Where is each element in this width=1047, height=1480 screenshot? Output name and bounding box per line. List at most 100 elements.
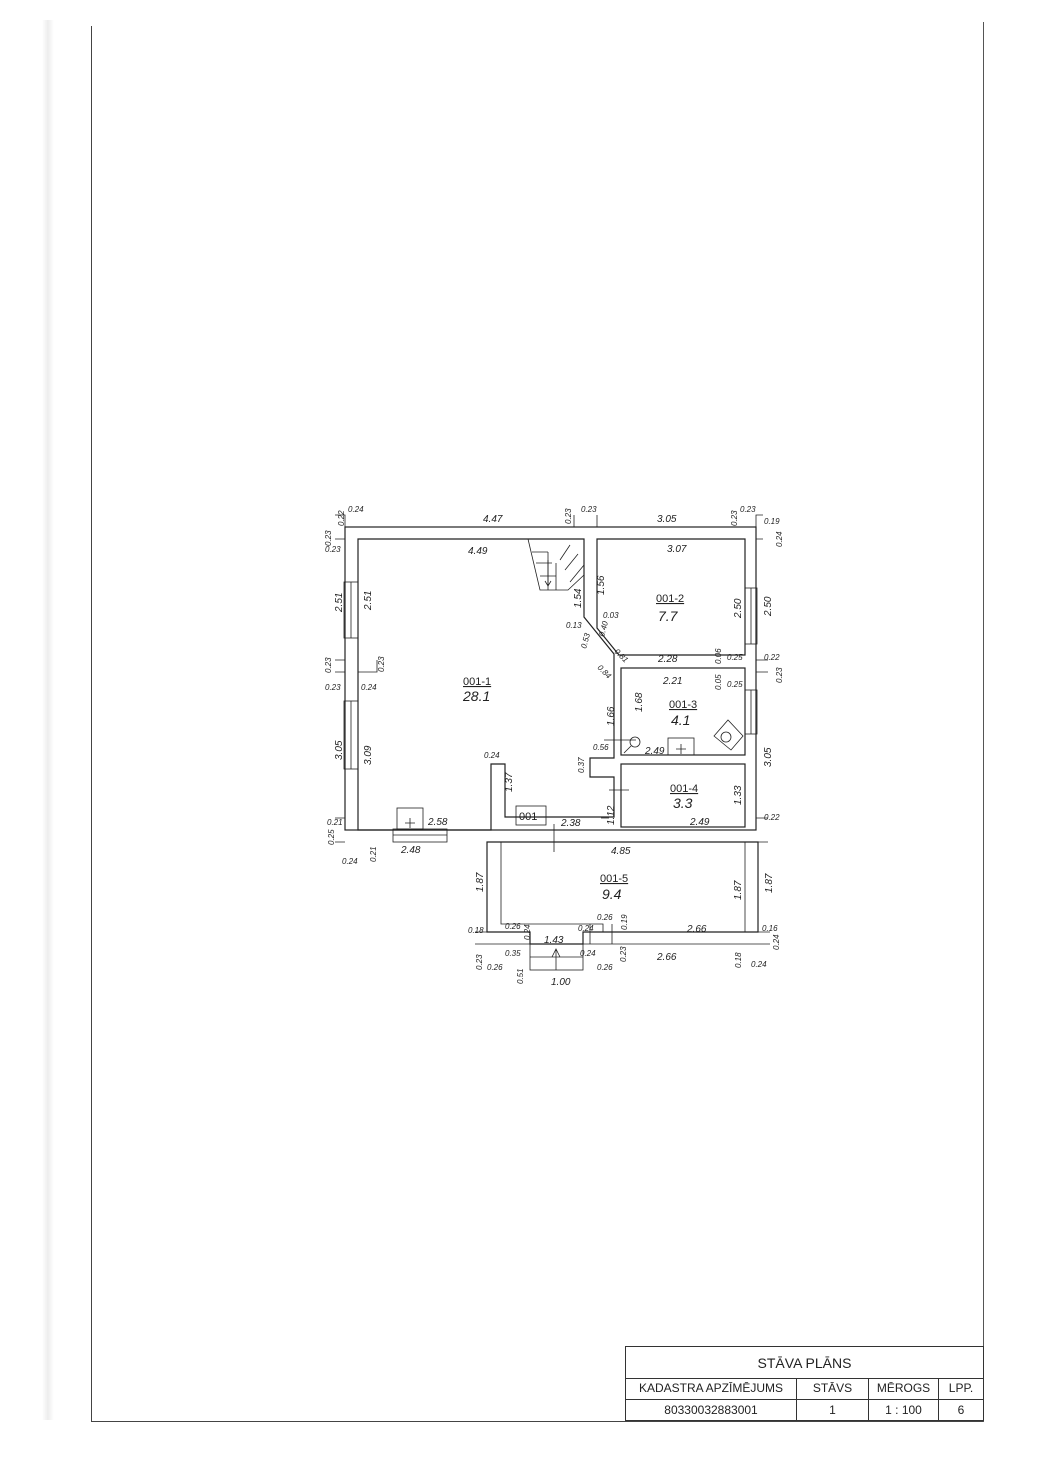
- title-block-header-row: KADASTRA APZĪMĒJUMS STĀVS MĒROGS LPP.: [626, 1378, 983, 1400]
- small-dim: 0.24: [523, 924, 532, 940]
- small-dim: 0.35: [505, 949, 521, 958]
- room-area-001-1: 28.1: [462, 688, 490, 704]
- dim: 4.49: [468, 546, 488, 557]
- fixtures: [396, 719, 744, 971]
- small-dim: 0.23: [324, 530, 333, 546]
- dim: 2.48: [400, 845, 421, 856]
- stove-wc: [667, 737, 695, 756]
- small-dim: 0.23: [475, 954, 484, 970]
- small-dim: 0.05: [714, 674, 723, 690]
- small-dim: 0.24: [772, 934, 781, 950]
- room-id-001-4: 001-4: [670, 783, 698, 795]
- stove-wc-cross: [676, 744, 686, 754]
- small-dim: 0.22: [764, 653, 780, 662]
- small-dim: 0.24: [751, 960, 767, 969]
- value-page: 6: [957, 1403, 965, 1417]
- small-dim: 0.25: [727, 680, 743, 689]
- stove-main-cross: [405, 818, 415, 828]
- header-cadastral: KADASTRA APZĪMĒJUMS: [626, 1378, 797, 1399]
- small-dim: 0.81: [613, 647, 630, 664]
- small-dim: 0.23: [730, 510, 739, 526]
- dim: 3.05: [334, 740, 345, 760]
- stair-arrow: [544, 560, 552, 587]
- dimensions: 4.47 4.49 3.05 3.07 2.51 2.51 3.05 3.09 …: [334, 514, 775, 988]
- small-dim: 0.06: [714, 648, 723, 664]
- room-id-001-1: 001-1: [463, 676, 491, 688]
- small-dim: 0.21: [369, 846, 378, 862]
- walls: [335, 514, 770, 945]
- small-dim: 0.13: [566, 621, 582, 630]
- staircase: [527, 538, 585, 591]
- room-001-2-outline: [596, 538, 746, 656]
- dim: 4.85: [611, 846, 631, 857]
- dim: 2.21: [662, 676, 682, 687]
- small-dim: 0.26: [505, 922, 521, 931]
- small-dim: 0.18: [468, 926, 484, 935]
- small-dim: 0.24: [361, 683, 377, 692]
- small-dim: 0.24: [342, 857, 358, 866]
- dim: 2.49: [644, 746, 665, 757]
- small-dim: 0.23: [325, 683, 341, 692]
- stair-treads: [532, 544, 585, 590]
- room-id-001-5: 001-5: [600, 873, 628, 885]
- frame-right-line: [983, 22, 984, 1422]
- title-block: STĀVA PLĀNS KADASTRA APZĪMĒJUMS STĀVS MĒ…: [625, 1346, 984, 1421]
- room-area-001-5: 9.4: [602, 886, 622, 902]
- room-labels: 001-1 28.1 001-2 7.7 001-3 4.1 001-4 3.3…: [462, 593, 698, 902]
- small-dim: 0.21: [327, 818, 343, 827]
- small-dim: 0.26: [597, 913, 613, 922]
- dim: 1.87: [733, 880, 744, 900]
- outer-wall: [344, 526, 757, 831]
- toilet-icon: [713, 719, 744, 751]
- small-dim: 0.24: [578, 924, 594, 933]
- room-001-4-outline: [620, 763, 746, 828]
- stair-outline: [527, 538, 585, 591]
- dim: 3.05: [763, 747, 774, 767]
- small-dim: 0.56: [593, 743, 609, 752]
- small-dim: 0.24: [348, 505, 364, 514]
- building-id-box: [515, 805, 547, 826]
- small-dim: 0.25: [327, 829, 336, 845]
- small-dim: 0.23: [740, 505, 756, 514]
- small-dim: 0.16: [762, 924, 778, 933]
- small-dim: 0.51: [516, 968, 525, 984]
- value-cadastral: 80330032883001: [626, 1400, 797, 1421]
- small-dim: 0.18: [734, 952, 743, 968]
- room-id-001-3: 001-3: [669, 699, 697, 711]
- small-dim: 0.37: [577, 757, 586, 773]
- dim: 3.05: [657, 514, 677, 525]
- small-dim: 0.24: [580, 949, 596, 958]
- dim: 2.66: [686, 924, 707, 935]
- small-dim: 0.26: [597, 963, 613, 972]
- small-dim: 0.23: [775, 667, 784, 683]
- room-001-1-outline: [357, 538, 615, 831]
- dim: 1.56: [596, 575, 607, 595]
- corner-posts: [335, 514, 770, 945]
- small-dim: 0.23: [325, 545, 341, 554]
- dim: 2.50: [733, 598, 744, 619]
- value-scale: 1 : 100: [869, 1400, 939, 1421]
- small-dim: 0.84: [596, 663, 614, 681]
- small-dim: 0.19: [764, 517, 780, 526]
- dim: 1.68: [634, 692, 645, 712]
- header-floor: STĀVS: [797, 1378, 869, 1399]
- dim: 2.58: [427, 817, 448, 828]
- room-id-001-2: 001-2: [656, 593, 684, 605]
- header-scale: MĒROGS: [869, 1378, 939, 1399]
- small-dim: 0.53: [579, 632, 592, 650]
- dim: 2.51: [334, 593, 345, 613]
- dim: 1.87: [475, 872, 486, 892]
- title-block-title: STĀVA PLĀNS: [626, 1347, 983, 1379]
- dim: 3.09: [363, 745, 374, 765]
- dim: 1.33: [733, 785, 744, 805]
- header-page: LPP.: [948, 1381, 974, 1395]
- small-dim: 0.23: [377, 656, 386, 672]
- scan-shadow: [42, 20, 54, 1420]
- dim: 2.28: [657, 654, 678, 665]
- small-dim: 0.23: [324, 657, 333, 673]
- dim: 2.49: [689, 817, 710, 828]
- building-id: 001: [519, 811, 537, 823]
- small-dim: 0.26: [487, 963, 503, 972]
- small-dim: 0.22: [764, 813, 780, 822]
